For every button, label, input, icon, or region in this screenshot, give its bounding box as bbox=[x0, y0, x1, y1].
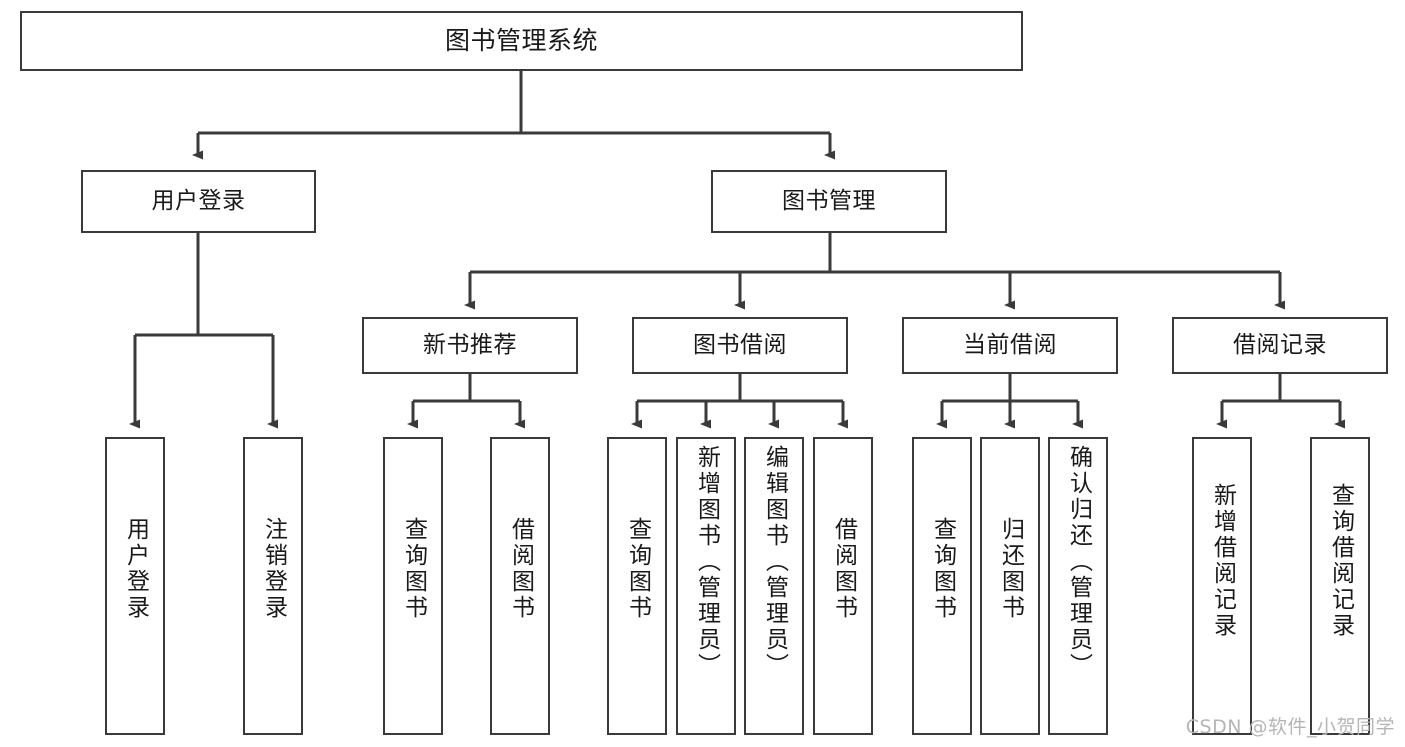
watermark-text: CSDN @软件_小贺同学 bbox=[1185, 716, 1395, 738]
node-leaf-add-book-admin[interactable]: 新增图书（管理员） bbox=[676, 437, 736, 735]
node-label: 注销登录 bbox=[260, 517, 287, 621]
node-leaf-query-book-borrow[interactable]: 查询图书 bbox=[607, 437, 667, 735]
node-label: 图书管理系统 bbox=[444, 26, 598, 55]
node-label: 归还图书 bbox=[997, 517, 1024, 621]
node-leaf-borrow-book[interactable]: 借阅图书 bbox=[813, 437, 873, 735]
node-label: 借阅记录 bbox=[1233, 331, 1327, 358]
node-leaf-logout[interactable]: 注销登录 bbox=[243, 437, 303, 735]
node-label: 用户登录 bbox=[151, 187, 246, 214]
node-root-book-management-system[interactable]: 图书管理系统 bbox=[20, 11, 1023, 71]
node-leaf-add-borrow-record[interactable]: 新增借阅记录 bbox=[1192, 437, 1252, 735]
node-leaf-borrow-book-recommend[interactable]: 借阅图书 bbox=[490, 437, 550, 735]
node-borrow-record[interactable]: 借阅记录 bbox=[1172, 317, 1388, 374]
node-new-book-recommend[interactable]: 新书推荐 bbox=[362, 317, 578, 374]
node-label: 新增图书（管理员） bbox=[693, 445, 720, 679]
node-label: 借阅图书 bbox=[830, 517, 857, 621]
node-leaf-edit-book-admin[interactable]: 编辑图书（管理员） bbox=[744, 437, 804, 735]
node-leaf-user-login[interactable]: 用户登录 bbox=[105, 437, 165, 735]
node-label: 图书借阅 bbox=[693, 331, 787, 358]
node-leaf-confirm-return-admin[interactable]: 确认归还（管理员） bbox=[1048, 437, 1108, 735]
node-label: 当前借阅 bbox=[963, 331, 1057, 358]
node-book-management[interactable]: 图书管理 bbox=[711, 170, 947, 233]
node-label: 图书管理 bbox=[782, 187, 876, 214]
node-label: 查询图书 bbox=[400, 517, 427, 621]
node-label: 查询借阅记录 bbox=[1327, 483, 1354, 639]
node-label: 确认归还（管理员） bbox=[1065, 445, 1092, 679]
node-label: 新增借阅记录 bbox=[1209, 483, 1236, 639]
node-leaf-return-book[interactable]: 归还图书 bbox=[980, 437, 1040, 735]
node-user-login[interactable]: 用户登录 bbox=[81, 170, 316, 233]
node-leaf-query-book-current[interactable]: 查询图书 bbox=[912, 437, 972, 735]
node-book-borrow[interactable]: 图书借阅 bbox=[632, 317, 848, 374]
node-label: 查询图书 bbox=[929, 517, 956, 621]
node-current-borrow[interactable]: 当前借阅 bbox=[902, 317, 1118, 374]
node-leaf-query-borrow-record[interactable]: 查询借阅记录 bbox=[1310, 437, 1370, 735]
node-label: 借阅图书 bbox=[507, 517, 534, 621]
node-leaf-query-book-recommend[interactable]: 查询图书 bbox=[383, 437, 443, 735]
node-label: 新书推荐 bbox=[423, 331, 517, 358]
node-label: 查询图书 bbox=[624, 517, 651, 621]
node-label: 编辑图书（管理员） bbox=[761, 445, 788, 679]
node-label: 用户登录 bbox=[122, 517, 149, 621]
